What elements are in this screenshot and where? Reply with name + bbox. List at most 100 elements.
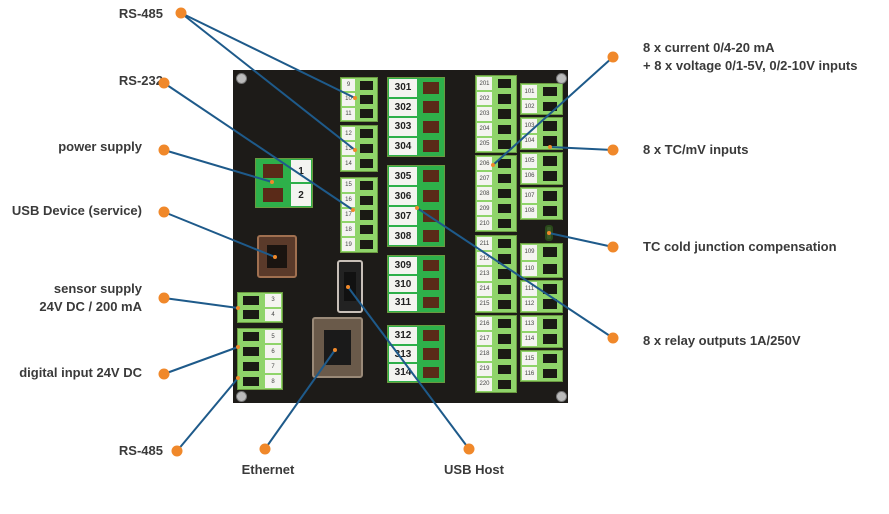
terminal-number: 211 bbox=[477, 237, 492, 251]
terminal-number: 9 bbox=[342, 79, 355, 92]
terminal-number: 16 bbox=[342, 193, 355, 207]
terminal-screw-slot bbox=[538, 169, 562, 185]
terminal-number: 102 bbox=[522, 100, 537, 113]
terminal-number: 304 bbox=[389, 137, 417, 155]
terminal-screw-slot bbox=[418, 98, 444, 118]
terminal-screw-slot bbox=[493, 346, 516, 361]
label-usb-device: USB Device (service) bbox=[11, 203, 142, 218]
callout-dot-icon bbox=[607, 144, 619, 156]
connection-point bbox=[351, 208, 355, 212]
callout-dot-icon bbox=[607, 241, 619, 253]
label-ethernet: Ethernet bbox=[241, 462, 295, 477]
terminal-screw-slot bbox=[493, 236, 516, 251]
terminal-number: 15 bbox=[342, 179, 355, 192]
terminal-screw-slot bbox=[538, 244, 562, 261]
label-analog-inputs: 8 x current 0/4-20 mA+ 8 x voltage 0/1-5… bbox=[643, 39, 857, 75]
leader-line bbox=[416, 207, 614, 339]
terminal-number: 307 bbox=[389, 207, 417, 225]
terminal-screw-slot bbox=[493, 122, 516, 137]
terminal-number: 206 bbox=[477, 157, 492, 170]
terminal-number: 18 bbox=[342, 223, 355, 237]
connection-point bbox=[236, 306, 240, 310]
leader-line bbox=[163, 297, 239, 309]
leader-line bbox=[492, 56, 614, 166]
terminal-screw-slot bbox=[493, 316, 516, 331]
terminal-screw-slot bbox=[493, 76, 516, 91]
terminal-number: 101 bbox=[522, 85, 537, 98]
terminal-screw-slot bbox=[493, 216, 516, 231]
terminal-screw-slot bbox=[356, 107, 377, 121]
callout-dot-icon bbox=[171, 445, 183, 457]
terminal-screw-slot bbox=[538, 153, 562, 169]
terminal-screw-slot bbox=[493, 171, 516, 186]
terminal-screw-slot bbox=[238, 329, 264, 344]
usb-device-port bbox=[257, 235, 297, 278]
connection-point bbox=[270, 180, 274, 184]
terminal-number: 104 bbox=[522, 134, 537, 148]
terminal-number: 1 bbox=[291, 160, 311, 182]
terminal-number: 310 bbox=[389, 275, 417, 293]
terminal-screw-slot bbox=[493, 137, 516, 152]
terminal-screw-slot bbox=[356, 156, 377, 171]
terminal-screw-slot bbox=[493, 106, 516, 121]
terminal-screw-slot bbox=[356, 178, 377, 193]
connection-point bbox=[415, 206, 419, 210]
terminal-screw-slot bbox=[418, 186, 444, 206]
leader-line bbox=[180, 12, 356, 151]
label-power-supply: power supply bbox=[58, 139, 142, 154]
terminal-number: 216 bbox=[477, 317, 492, 331]
terminal-number: 209 bbox=[477, 202, 492, 215]
label-line: 8 x current 0/4-20 mA bbox=[643, 40, 775, 55]
terminal-screw-slot bbox=[418, 166, 444, 186]
leader-line bbox=[176, 377, 239, 452]
terminal-number: 105 bbox=[522, 154, 537, 168]
terminal-screw-slot bbox=[418, 78, 444, 98]
terminal-number: 115 bbox=[522, 352, 537, 365]
terminal-screw-slot bbox=[538, 366, 562, 381]
terminal-number: 218 bbox=[477, 347, 492, 361]
terminal-number: 6 bbox=[265, 345, 281, 358]
terminal-screw-slot bbox=[538, 261, 562, 278]
callout-dot-icon bbox=[175, 7, 187, 19]
callout-dot-icon bbox=[158, 77, 170, 89]
leader-line bbox=[163, 82, 354, 211]
terminal-screw-slot bbox=[238, 344, 264, 359]
terminal-screw-slot bbox=[418, 117, 444, 137]
mounting-screw-icon bbox=[556, 391, 567, 402]
terminal-number: 13 bbox=[342, 142, 355, 155]
terminal-screw-slot bbox=[538, 332, 562, 348]
terminal-screw-slot bbox=[493, 201, 516, 216]
connection-point bbox=[548, 145, 552, 149]
terminal-screw-slot bbox=[493, 251, 516, 266]
terminal-screw-slot bbox=[493, 377, 516, 392]
terminal-screw-slot bbox=[238, 293, 264, 308]
terminal-screw-slot bbox=[493, 331, 516, 346]
callout-dot-icon bbox=[158, 206, 170, 218]
terminal-screw-slot bbox=[493, 297, 516, 312]
terminal-screw-slot bbox=[356, 222, 377, 237]
terminal-number: 110 bbox=[522, 261, 537, 276]
terminal-number: 205 bbox=[477, 137, 492, 152]
terminal-number: 106 bbox=[522, 169, 537, 183]
terminal-number: 3 bbox=[265, 294, 281, 307]
usb-host-port bbox=[337, 260, 363, 313]
terminal-number: 301 bbox=[389, 79, 417, 97]
terminal-number: 7 bbox=[265, 360, 281, 373]
terminal-screw-slot bbox=[356, 78, 377, 92]
terminal-number: 217 bbox=[477, 332, 492, 346]
terminal-number: 116 bbox=[522, 367, 537, 380]
terminal-number: 112 bbox=[522, 297, 537, 311]
